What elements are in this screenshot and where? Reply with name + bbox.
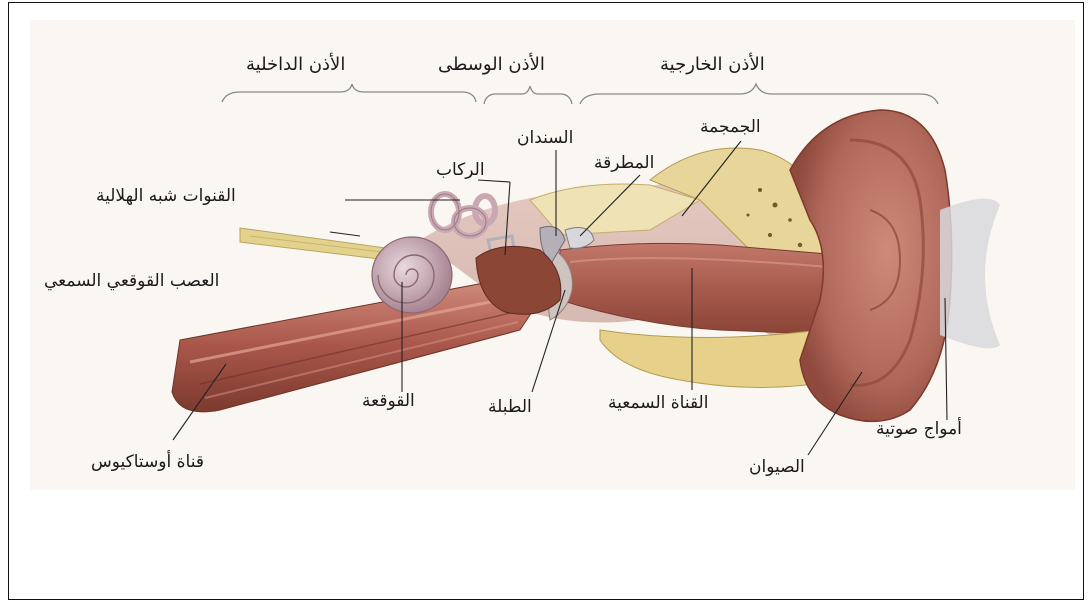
sound-waves-label: أمواج صوتية [876, 421, 962, 438]
stapes-label: الركاب [436, 162, 485, 179]
skull-label: الجمجمة [700, 119, 761, 136]
malleus-label: المطرقة [594, 155, 654, 172]
ear-canal-label: القناة السمعية [608, 395, 708, 412]
incus-label: السندان [517, 130, 573, 147]
eardrum-label: الطبلة [488, 399, 532, 416]
semicircular-canals-label: القنوات شبه الهلالية [96, 188, 236, 205]
cochlea-label: القوقعة [362, 393, 415, 410]
middle-ear-heading: الأذن الوسطى [438, 56, 545, 74]
eustachian-tube-label: قناة أوستاكيوس [91, 454, 204, 471]
outer-ear-heading: الأذن الخارجية [660, 56, 765, 74]
pinna-label: الصيوان [749, 459, 805, 476]
cochlear-nerve-label: العصب القوقعي السمعي [44, 273, 219, 290]
inner-ear-heading: الأذن الداخلية [246, 56, 345, 74]
cochlea-shape [372, 237, 452, 313]
